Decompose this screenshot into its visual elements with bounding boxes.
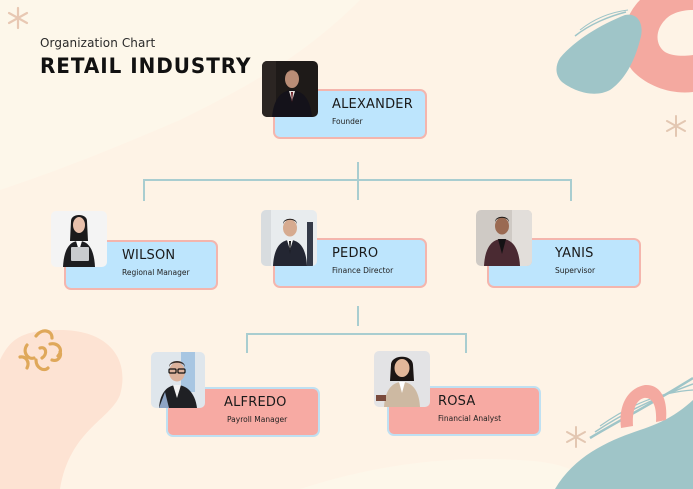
man-suit-portrait-photo	[261, 210, 317, 266]
cream-wave	[300, 459, 600, 489]
connector-level1-bar	[143, 179, 572, 181]
connector-pedro-stem	[357, 306, 359, 326]
node-name: ALFREDO	[224, 395, 287, 410]
chart-title: RETAIL INDUSTRY	[40, 54, 252, 78]
node-role: Finance Director	[332, 266, 394, 275]
connector-level2-bar	[246, 333, 467, 335]
asterisk-bottom-right	[566, 426, 586, 448]
connector-founder-stem	[357, 162, 359, 200]
node-name: YANIS	[555, 246, 594, 261]
node-role: Supervisor	[555, 266, 596, 275]
coral-arch	[620, 384, 667, 428]
node-name: ROSA	[438, 394, 476, 409]
founder-portrait-photo	[262, 61, 318, 117]
teal-wave	[555, 400, 693, 489]
teal-brush	[556, 14, 642, 94]
asterisk-right	[666, 115, 686, 137]
cream-blob	[0, 0, 360, 190]
gold-squiggle-cluster	[18, 329, 63, 372]
connector-to-rosa	[465, 333, 467, 353]
node-role: Founder	[332, 117, 363, 126]
man-blazer-portrait-photo	[476, 210, 532, 266]
node-role: Regional Manager	[122, 268, 190, 277]
node-name: ALEXANDER	[332, 97, 413, 112]
man-glasses-portrait-photo	[151, 352, 205, 408]
connector-to-alfredo	[246, 333, 248, 353]
coral-ring	[622, 0, 693, 93]
node-alfredo[interactable]: ALFREDO Payroll Manager	[166, 387, 320, 437]
node-role: Payroll Manager	[227, 415, 288, 424]
pink-blob	[0, 330, 123, 489]
node-name: PEDRO	[332, 246, 379, 261]
woman-beige-portrait-photo	[374, 351, 430, 407]
node-name: WILSON	[122, 248, 176, 263]
node-role: Financial Analyst	[438, 414, 502, 423]
woman-laptop-portrait-photo	[51, 211, 107, 267]
asterisk-top-left	[7, 6, 29, 30]
connector-to-wilson	[143, 179, 145, 201]
connector-to-yanis	[570, 179, 572, 201]
chart-subtitle: Organization Chart	[40, 36, 156, 50]
